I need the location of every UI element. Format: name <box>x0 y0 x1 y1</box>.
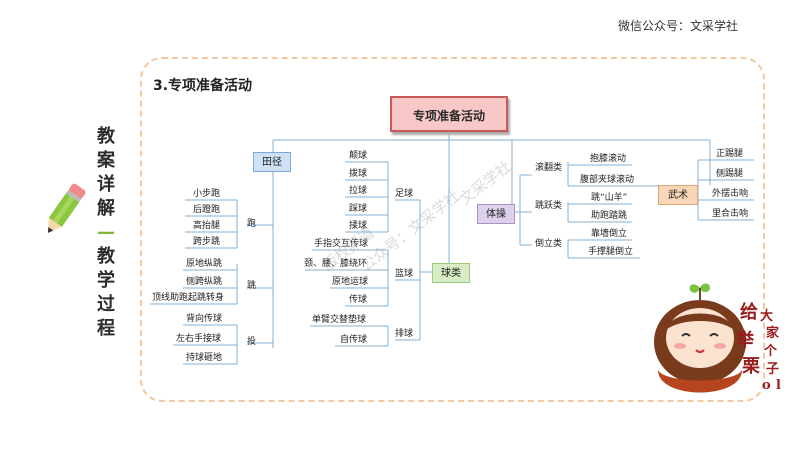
sidebar-char: 教 <box>97 126 115 147</box>
ball-basketball-label: 篮球 <box>395 269 414 279</box>
root-node: 专项准备活动 <box>390 96 508 132</box>
sidebar-char: 解 <box>97 198 115 219</box>
sticker-text: 举 <box>736 330 754 351</box>
sidebar-char: 学 <box>97 270 115 291</box>
ball-volleyball-item: 单臂交替垫球 <box>312 315 367 325</box>
ball-football-label: 足球 <box>395 189 414 199</box>
gym-handstand-label: 倒立类 <box>535 239 563 249</box>
ball-basketball-item: 手指交互传球 <box>314 239 369 249</box>
sidebar-char: 案 <box>97 150 115 171</box>
gym-roll-item: 腹部夹球滚动 <box>580 175 635 185</box>
sidebar-char: 过 <box>97 294 115 315</box>
martial-item: 里合击响 <box>712 209 749 219</box>
sidebar-char: 程 <box>97 318 115 339</box>
track-throw-item: 背向传球 <box>186 314 223 324</box>
ball-football-item: 拨球 <box>349 169 368 179</box>
ball-volleyball-item: 自传球 <box>340 335 368 345</box>
ball-basketball-item: 原地运球 <box>332 277 369 287</box>
sidebar-title: 教 案 详 解 — 教 学 过 程 <box>95 125 117 341</box>
track-jump-item: 原地纵跳 <box>186 259 223 269</box>
sticker-text: 个 <box>764 344 778 359</box>
martial-item: 正踢腿 <box>716 149 744 159</box>
ball-football-item: 踩球 <box>349 204 368 214</box>
track-throw-label: 投 <box>247 337 257 347</box>
sticker-text: 子 <box>766 362 780 377</box>
gym-handstand-item: 手撑腿倒立 <box>588 247 634 257</box>
section-title: 3.专项准备活动 <box>153 78 253 94</box>
sidebar-char: 教 <box>97 246 115 267</box>
category-martial: 武术 <box>658 185 698 205</box>
track-throw-item: 持球砸地 <box>186 353 223 363</box>
gym-roll-label: 滚翻类 <box>535 163 563 173</box>
track-jump-item: 侧跨纵跳 <box>186 277 223 287</box>
category-gym: 体操 <box>477 204 515 224</box>
gym-roll-item: 抱膝滚动 <box>590 154 627 164</box>
category-ball: 球类 <box>432 263 470 283</box>
track-run-item: 后蹬跑 <box>193 205 221 215</box>
track-run-item: 小步跑 <box>193 189 221 199</box>
gym-handstand-item: 靠墙倒立 <box>591 229 628 239</box>
martial-item: 外摆击响 <box>712 189 749 199</box>
ball-basketball-item: 颈、腰、膝绕环 <box>304 259 368 269</box>
track-jump-label: 跳 <box>247 281 257 291</box>
ball-football-item: 拉球 <box>349 186 368 196</box>
sidebar-char: — <box>97 222 115 243</box>
ball-basketball-item: 传球 <box>349 295 368 305</box>
content-frame <box>140 57 765 402</box>
sticker-text: o <box>762 378 771 393</box>
wechat-account-note: 微信公众号：文采学社 <box>617 19 738 33</box>
ball-football-item: 颠球 <box>349 151 368 161</box>
category-track: 田径 <box>253 152 291 172</box>
sticker-text: 栗 <box>742 356 760 377</box>
sticker-text: l <box>776 378 781 393</box>
sticker-text: 给 <box>740 302 758 323</box>
track-run-item: 跨步跳 <box>193 237 221 247</box>
gym-jump-item: 跳“山羊” <box>591 193 628 203</box>
sidebar-char: 详 <box>97 174 115 195</box>
ball-volleyball-label: 排球 <box>395 329 414 339</box>
sticker-text: 家 <box>766 326 780 341</box>
track-run-label: 跑 <box>247 219 257 229</box>
ball-football-item: 揉球 <box>349 221 368 231</box>
martial-item: 侧踢腿 <box>716 169 744 179</box>
pencil-icon <box>47 183 86 233</box>
cartoon-girl-sticker <box>654 283 746 393</box>
track-jump-item: 顶线助跑起跳转身 <box>152 293 225 303</box>
track-throw-item: 左右手接球 <box>176 334 222 344</box>
sticker-text: 大 <box>760 309 774 324</box>
gym-jump-label: 跳跃类 <box>535 201 563 211</box>
gym-jump-item: 助跑踏跳 <box>591 211 628 221</box>
track-run-item: 高抬腿 <box>193 221 221 231</box>
